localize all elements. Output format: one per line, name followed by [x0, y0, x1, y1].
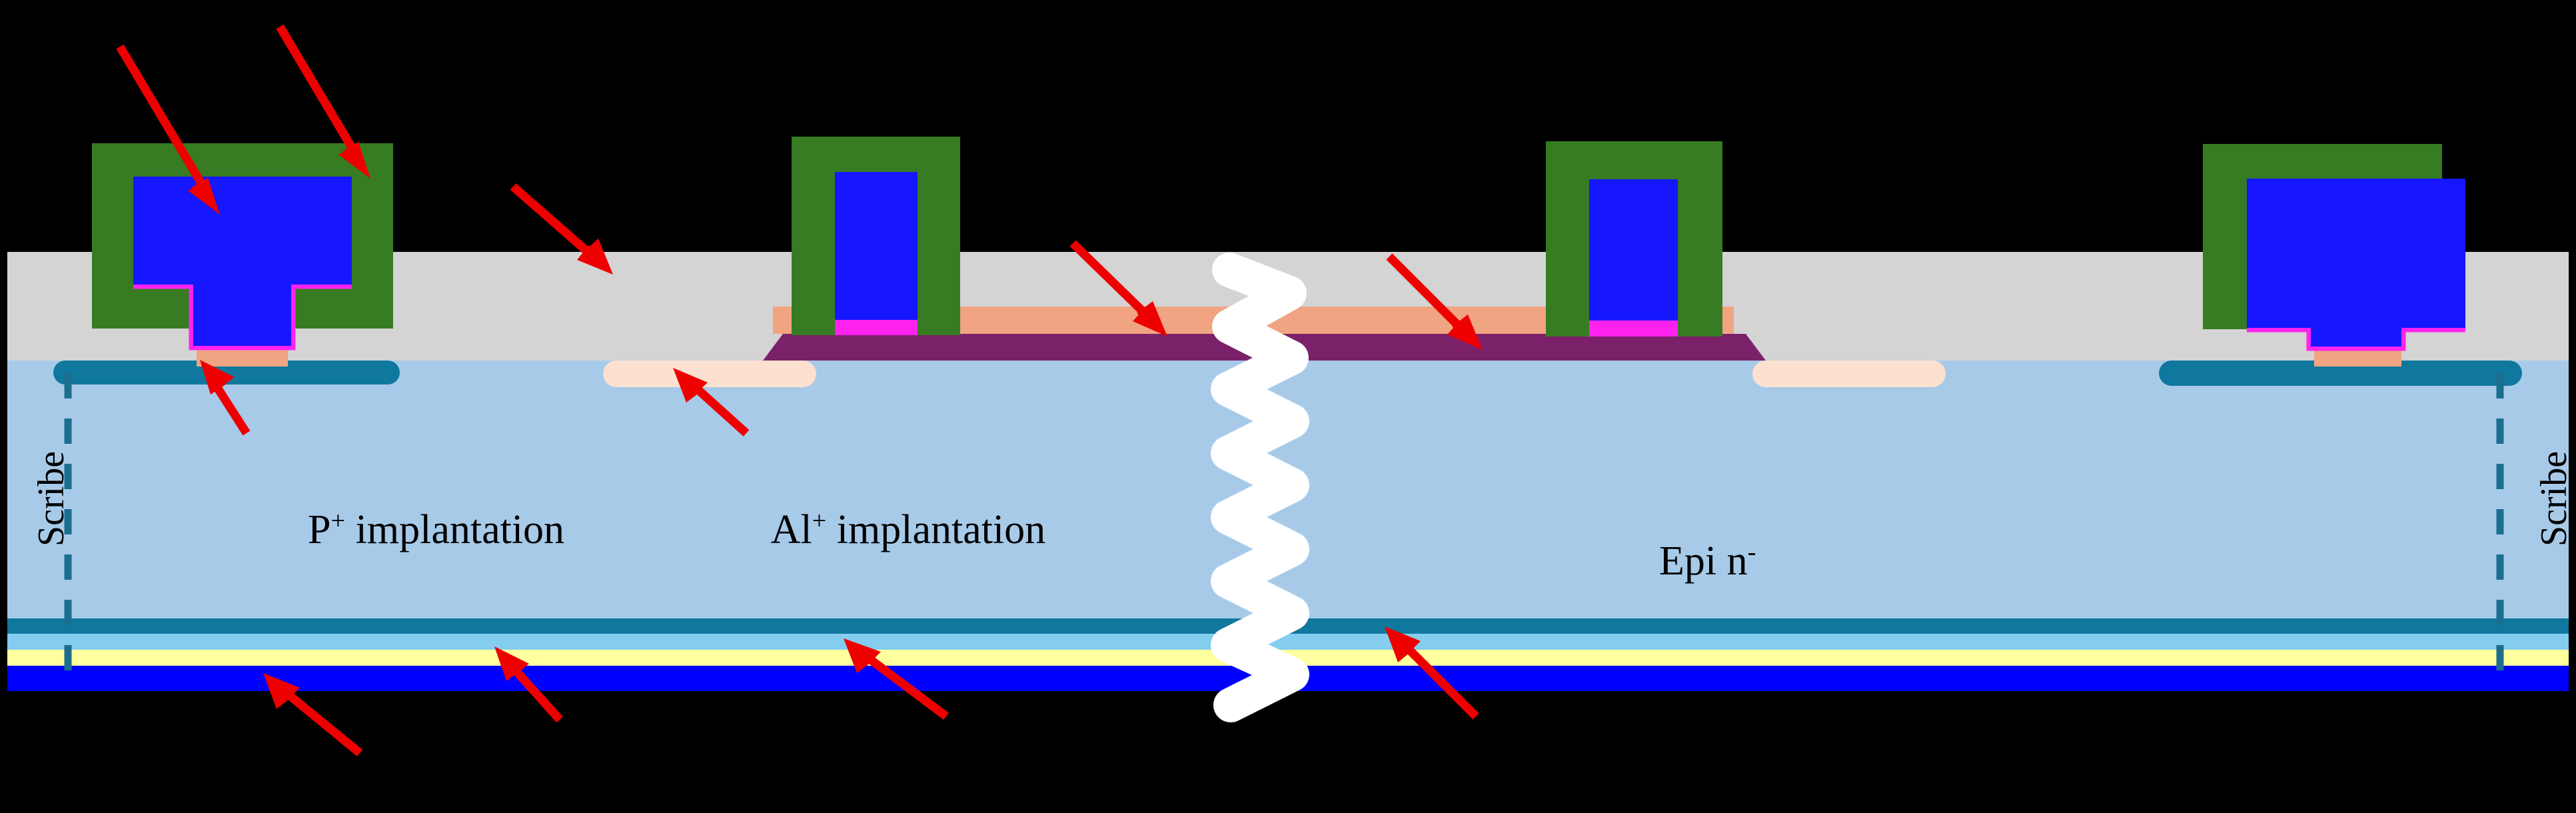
arrow-to-ohmic-strip-left — [1069, 240, 1167, 337]
arrow-to-metal-green-left — [276, 24, 370, 179]
label-al-plus-implantation: Al+ implantation — [732, 457, 1046, 603]
label-al-plus-base: Al — [770, 507, 812, 553]
al-plus-implant-right — [1752, 361, 1946, 387]
backside-skyblue-layer — [7, 634, 2569, 650]
label-p-plus-base: P — [308, 507, 331, 553]
arrow-to-al-plus-implantation — [673, 368, 750, 436]
bond-pad-blue-third — [1589, 179, 1678, 321]
annotation-arrows-group — [116, 24, 1483, 757]
arrow-to-passivation — [510, 183, 613, 275]
label-p-plus-implantation: P+ implantation — [267, 457, 564, 603]
arrow-to-backside-yellow — [494, 646, 563, 723]
label-scribe-right: Scribe — [2533, 450, 2575, 546]
label-al-plus-rest: implantation — [826, 507, 1046, 553]
barrier-metal-magenta-third — [1589, 319, 1678, 337]
contact-structure-third — [1546, 141, 1722, 337]
contact-structure-second — [792, 137, 960, 335]
label-scribe-left: Scribe — [31, 450, 72, 546]
bond-pad-blue-right — [2247, 179, 2465, 347]
label-epi-superscript: - — [1747, 538, 1756, 566]
bond-pad-blue-second — [835, 172, 918, 320]
contact-structure-right — [2203, 144, 2465, 367]
implanted-surface-regions — [53, 361, 2522, 387]
n-plus-implant-left — [53, 361, 400, 385]
contact-structure-left — [92, 143, 393, 367]
arrow-to-backside-ohmic-teal — [1385, 626, 1479, 720]
label-epi-active-region: Epi n- Active region — [1659, 440, 1885, 813]
arrow-to-jte-purple — [1386, 253, 1483, 350]
label-epi-line-2: Active region — [1659, 684, 1886, 730]
n-plus-implant-right — [2159, 361, 2522, 386]
arrow-to-backside-skyblue — [844, 638, 949, 720]
scribe-lines-group — [64, 373, 2504, 686]
label-epi-line-1: Epi n- — [1659, 537, 1885, 586]
break-line-white — [1211, 253, 1309, 722]
arrow-to-p-plus-implantation — [200, 360, 251, 436]
bond-pad-blue-left — [133, 177, 352, 346]
barrier-metal-magenta-second — [835, 318, 918, 335]
al-plus-implant-left — [603, 361, 816, 387]
arrow-to-bond-pad-left — [116, 44, 220, 215]
label-epi-base: Epi n — [1659, 538, 1748, 584]
arrow-to-backside-blue-metal — [263, 673, 363, 757]
label-p-plus-superscript: + — [330, 506, 346, 535]
label-p-plus-rest: implantation — [345, 507, 565, 553]
label-al-plus-superscript: + — [812, 506, 827, 535]
break-zigzag-symbol — [1211, 253, 1309, 722]
